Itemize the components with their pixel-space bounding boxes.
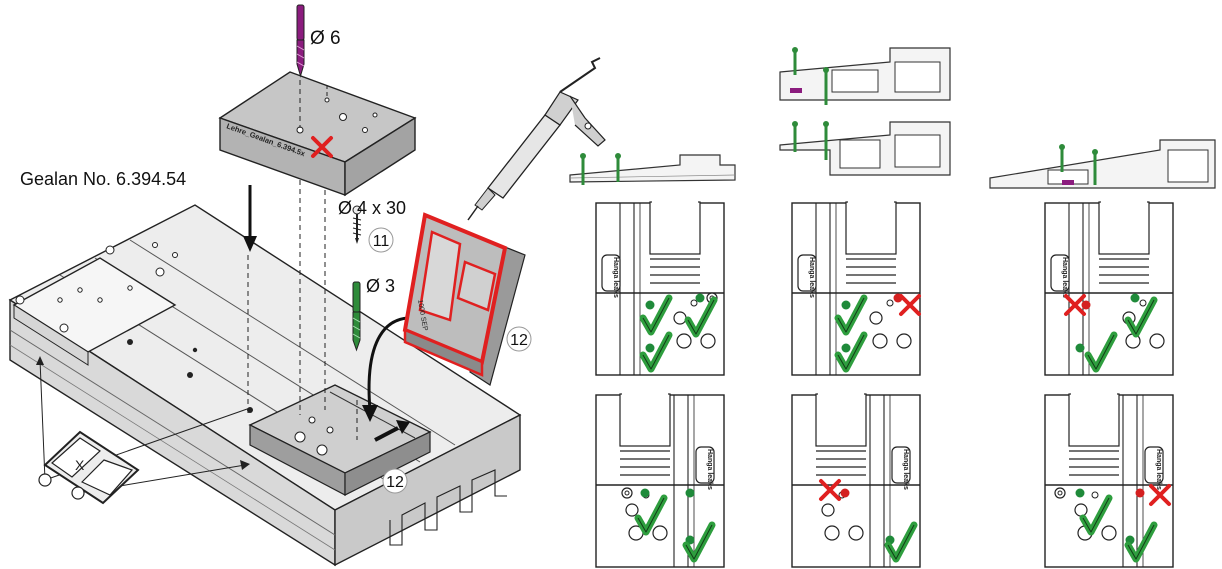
plate-diagram-bottom-right: Hanga leaks: [1044, 393, 1174, 568]
plate-engraving: Hanga leaks: [1155, 449, 1162, 490]
forbidden-hole-dot: [1135, 488, 1145, 498]
main-assembly: Lehre_Gealan_6.394.5x Ø 6 Gealan No. 6.3…: [8, 4, 606, 567]
allowed-hole-dot: [640, 488, 650, 498]
screw-item-number: 11: [373, 233, 390, 250]
profile-section-center-top: [779, 47, 951, 105]
allowed-hole-dot: [1130, 293, 1140, 303]
drill-diameter-label-small: Ø 3: [366, 276, 395, 296]
allowed-hole-dot: [695, 293, 705, 303]
profile-section-right: [989, 139, 1216, 189]
drilling-template-block: Lehre_Gealan_6.394.5x: [218, 71, 417, 197]
plate-diagram-bottom-center: Hanga leaks: [791, 393, 921, 568]
template-part-number: Gealan No. 6.394.54: [20, 169, 186, 189]
allowed-hole-dot: [645, 343, 655, 353]
window-position-icon: X: [36, 356, 251, 505]
profile-section-left: [569, 153, 736, 185]
plate-diagram-bottom-left: Hanga leaks: [595, 393, 725, 568]
profile-section-center-bottom: [779, 121, 951, 176]
drill-diameter-label-large: Ø 6: [310, 28, 341, 49]
allowed-hole-dot: [645, 300, 655, 310]
plate-engraving: Hanga leaks: [1061, 257, 1068, 298]
plate-engraving: Hanga leaks: [612, 257, 619, 298]
mounting-plate: [248, 384, 432, 496]
forbidden-hole-dot: [1081, 300, 1091, 310]
plate-diagram-top-center: Hanga leaks: [791, 201, 921, 376]
allowed-hole-dot: [841, 343, 851, 353]
end-cap-plate: [12, 242, 178, 366]
plate-diagram-top-left: Hanga leaks: [595, 201, 725, 376]
plate-item-number: 12: [386, 474, 404, 491]
profile-sections: [569, 47, 1216, 189]
allowed-hole-dot: [1075, 343, 1085, 353]
allowed-hole-dot: [685, 488, 695, 498]
allowed-hole-dot: [1075, 488, 1085, 498]
window-icon-mark: X: [75, 457, 85, 473]
alignment-lines: [247, 135, 358, 440]
screw: [352, 205, 362, 244]
allowed-hole-dot: [841, 300, 851, 310]
plate-engraving: Hanga leaks: [706, 449, 713, 490]
plate-engraving: Hanga leaks: [902, 449, 909, 490]
drill-bit-small: [352, 281, 361, 352]
plate-diagram-top-right: Hanga leaks: [1044, 201, 1174, 376]
plate-engraving: Hanga leaks: [808, 257, 815, 298]
forbidden-hole-dot: [840, 488, 850, 498]
silicone-caulking-gun: [467, 57, 606, 221]
screw-size-label: Ø 4 x 30: [338, 198, 406, 218]
drill-bit-large: [296, 4, 328, 128]
bearing-clip: 1000 SEP: [402, 212, 526, 386]
clip-item-number: 12: [510, 332, 528, 349]
